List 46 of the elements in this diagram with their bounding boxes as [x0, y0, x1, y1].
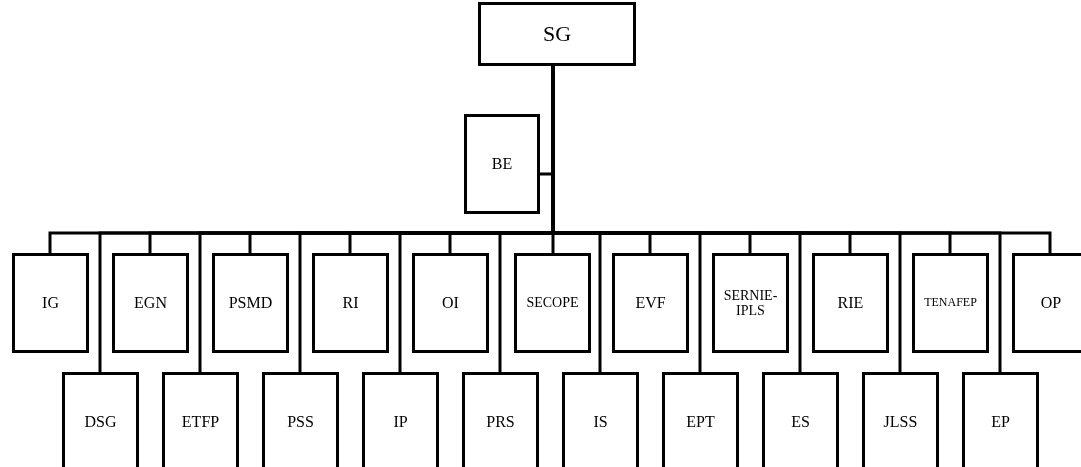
org-box — [762, 372, 839, 467]
unit-label: IP — [393, 413, 408, 431]
org-box — [12, 253, 89, 353]
org-box — [712, 253, 789, 353]
unit-label: EVF — [635, 294, 666, 312]
unit-label: IS — [593, 413, 608, 431]
unit-label: TENAFEP — [924, 296, 977, 310]
unit-label: IG — [42, 294, 59, 312]
org-box — [562, 372, 639, 467]
org-box — [464, 114, 540, 214]
org-box — [412, 253, 489, 353]
org-box — [212, 253, 289, 353]
unit-label: EPT — [686, 413, 715, 431]
org-box — [662, 372, 739, 467]
unit-label: OI — [442, 294, 459, 312]
unit-label: SERNIE-IPLS — [722, 287, 779, 319]
unit-label: PSS — [287, 413, 314, 431]
org-box — [912, 253, 989, 353]
org-box — [612, 253, 689, 353]
unit-label: ES — [791, 413, 810, 431]
org-box — [362, 372, 439, 467]
unit-label: OP — [1040, 294, 1062, 312]
unit-label: BE — [491, 155, 513, 173]
unit-label: PSMD — [228, 294, 273, 312]
org-box — [478, 2, 636, 66]
unit-label: RI — [342, 294, 359, 312]
unit-label: EP — [991, 413, 1010, 431]
org-box — [462, 372, 539, 467]
org-box — [862, 372, 939, 467]
org-box — [162, 372, 239, 467]
unit-label: EGN — [134, 294, 167, 312]
org-box — [812, 253, 889, 353]
unit-label: DSG — [84, 413, 117, 431]
org-box — [312, 253, 389, 353]
unit-label: JLSS — [883, 413, 918, 431]
unit-label: PRS — [486, 413, 515, 431]
org-box — [514, 253, 591, 353]
unit-label: SECOPE — [526, 295, 579, 311]
unit-label: ETFP — [181, 413, 220, 431]
unit-label: RIE — [837, 294, 864, 312]
org-box — [62, 372, 139, 467]
org-box — [962, 372, 1039, 467]
org-box — [112, 253, 189, 353]
org-box — [1012, 253, 1081, 353]
unit-label: SG — [542, 21, 572, 47]
org-box — [262, 372, 339, 467]
